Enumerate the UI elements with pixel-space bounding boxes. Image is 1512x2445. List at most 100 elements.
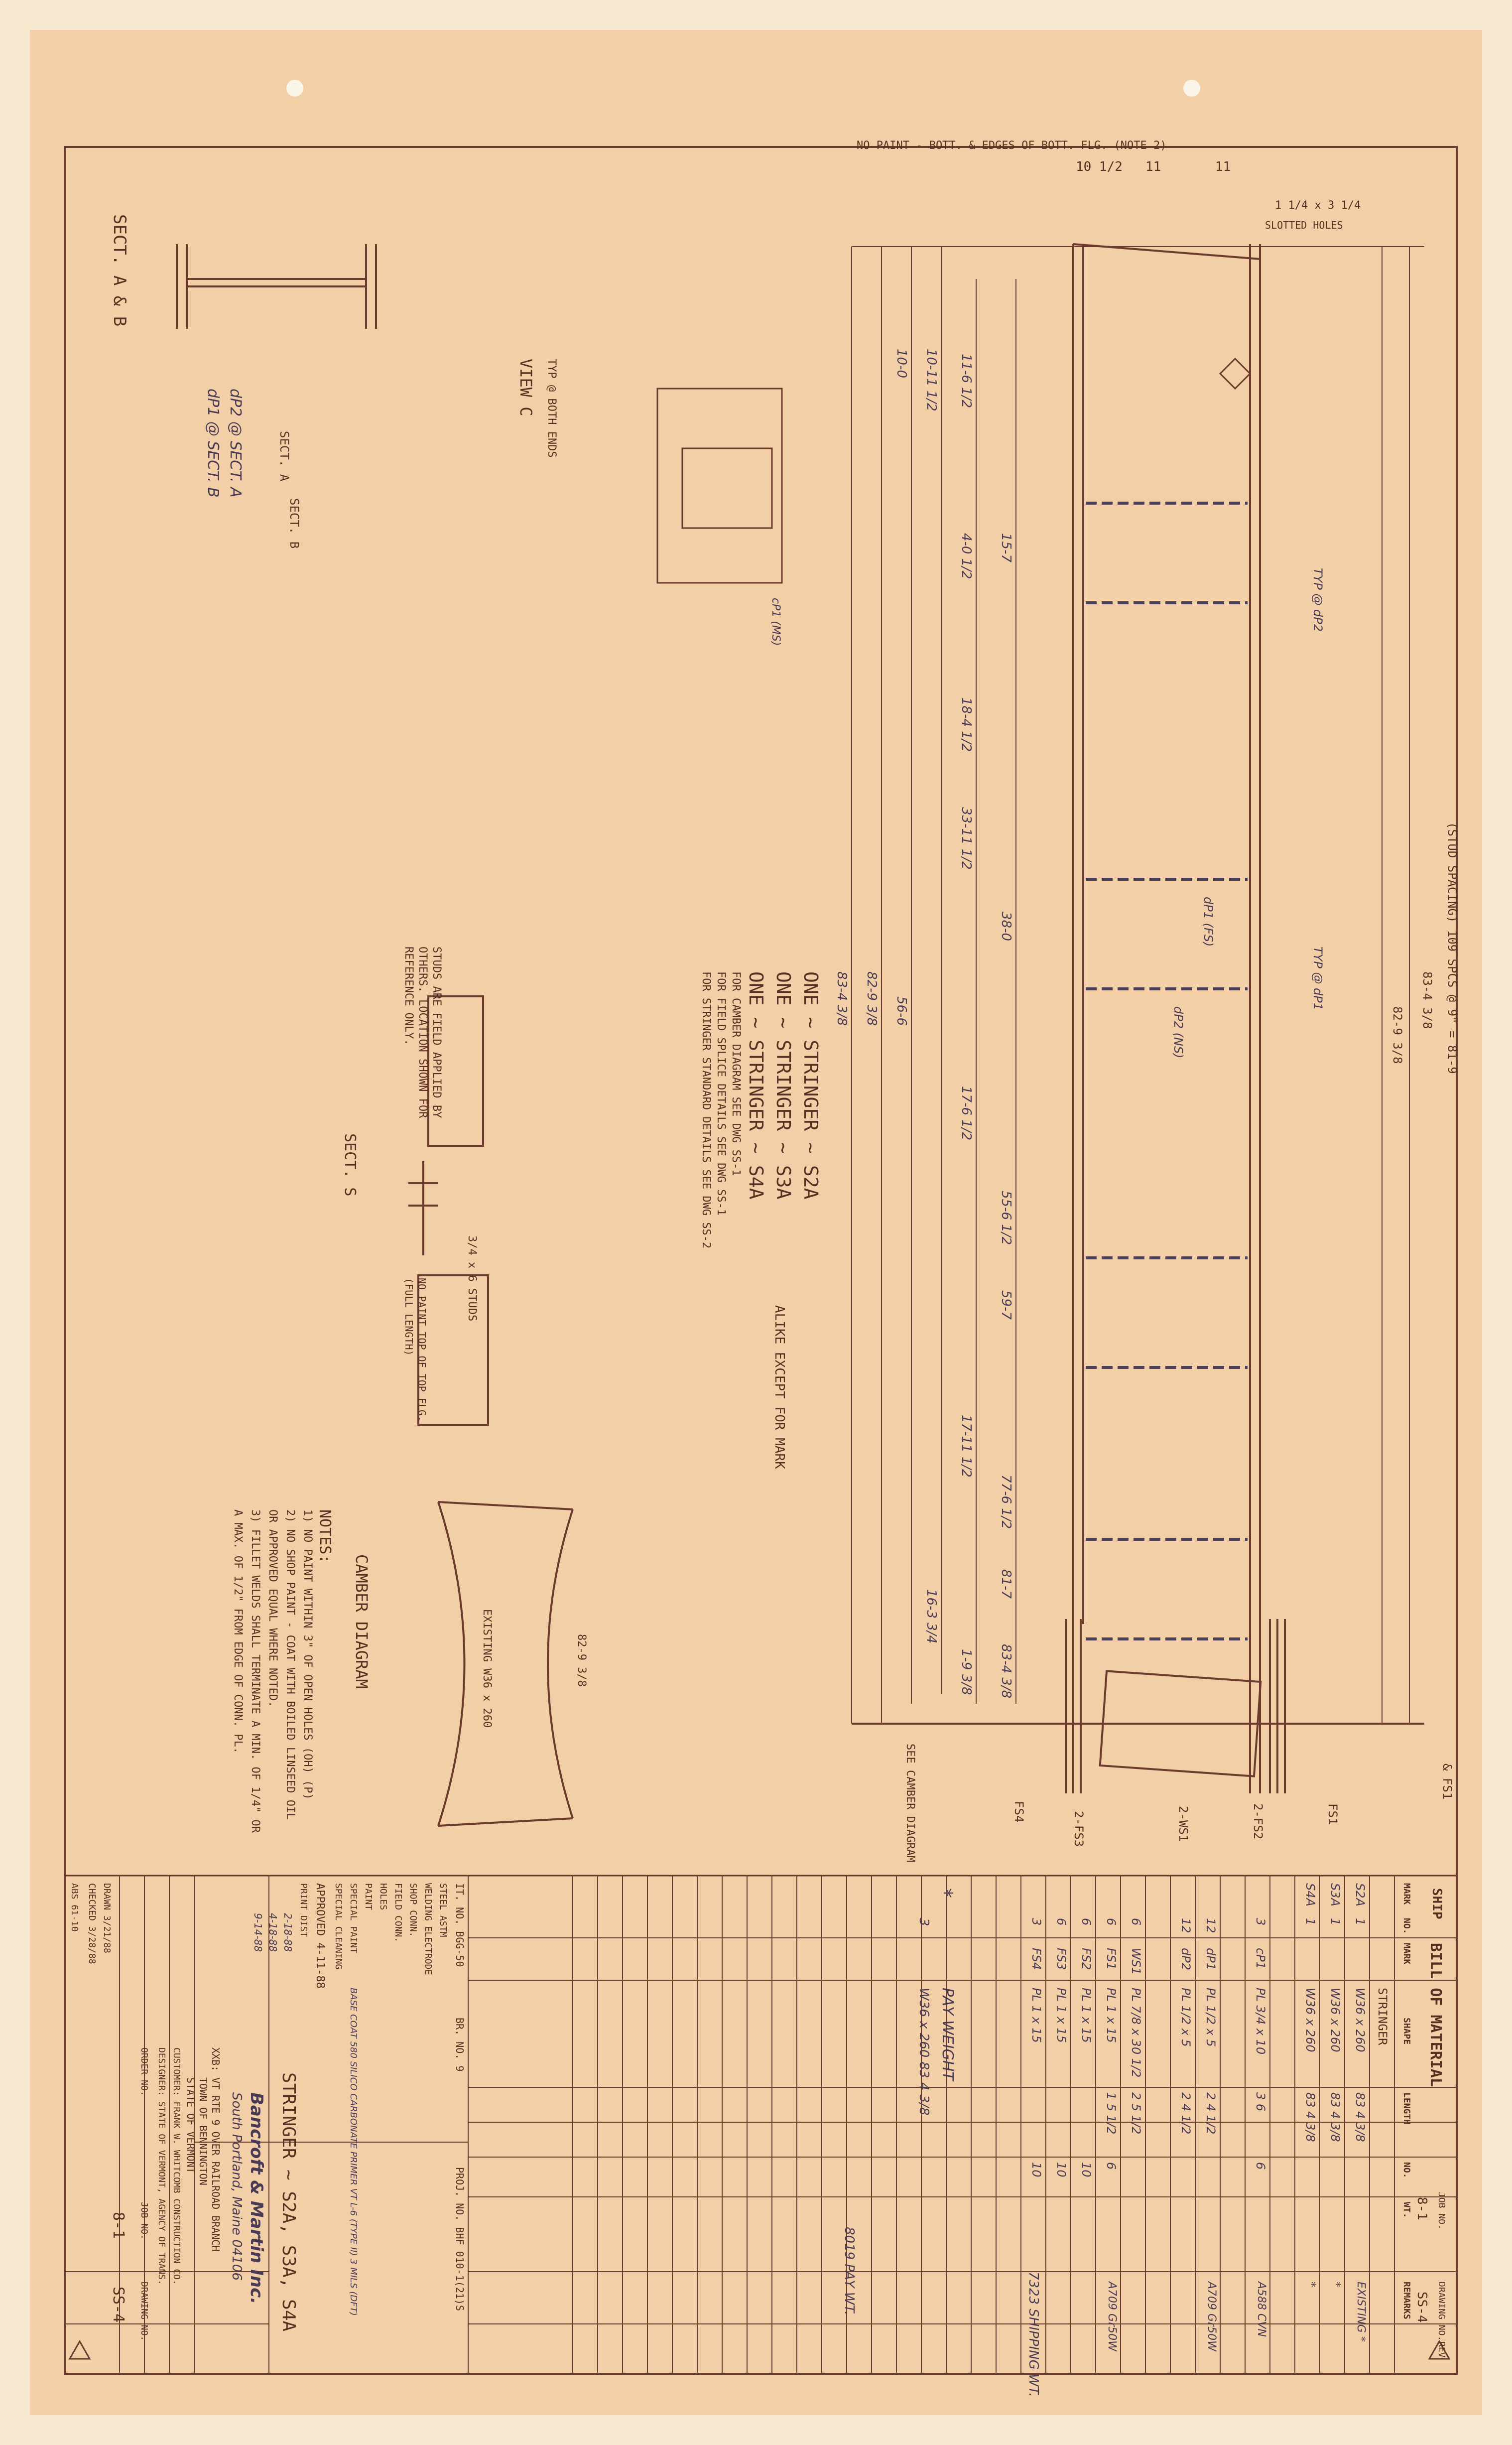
bom-row-dp1-mark: dP1 [1204,1948,1218,1970]
no-paint-top-note: NO PAINT TOP OF TOP FLG. (FULL LENGTH) [403,1278,428,1422]
bom-row-s3a-mark: S3A [1328,1883,1342,1906]
bom-row-fs1-mark: FS1 [1104,1948,1118,1970]
tb-rev-2: 4-18-88 [267,1913,279,1952]
bom-header-mark: MARK [1401,1883,1412,1905]
bom-row-fs3-mark: FS3 [1054,1948,1068,1970]
bom-row-dp2-no: 12 [1179,1918,1193,1933]
tb-company: Bancroft & Martin Inc. [247,2092,266,2305]
dim-55-6: 55-6 1/2 [999,1191,1013,1245]
bom-ship-label: SHIP [1429,1888,1444,1919]
bom-header-mark-2: MARK [1401,1943,1412,1965]
bom-row-s2a-shape: W36 x 260 [1353,1988,1367,2052]
spec-proj-no: PROJ. NO. BHF 010-1(21)S [454,2167,466,2311]
tb-order-no-label: ORDER NO. [139,2047,149,2096]
bom-row-s2a-no: 1 [1353,1918,1367,1926]
slot-size-label: 1 1/4 x 3 1/4 [1275,199,1361,212]
sect-a-label: SECT. A [277,431,291,482]
note-line-4: 3) FILLET WELDS SHALL TERMINATE A MIN. O… [249,1509,261,1833]
bom-header-shape: SHAPE [1401,2018,1412,2045]
bom-row-s4a-remarks: * [1305,2282,1317,2287]
fs4-label: FS4 [1012,1801,1026,1823]
tb-drawing-no: SS-4 [110,2287,127,2323]
bom-row-dp1-shape: PL 1/2 x 5 [1204,1988,1218,2047]
bom-title: BILL OF MATERIAL [1427,1943,1444,2087]
tb-approved: APPROVED 4-11-88 [314,1883,326,1989]
spec-special-paint: SPECIAL PAINT [348,1883,359,1953]
camber-diagram-sketch [437,1501,574,1827]
dp1-fs-label: dP1 (FS) [1201,897,1215,947]
tb-job-no-label: JOB NO. [139,2202,149,2240]
title-block [64,1875,469,2374]
spec-special-cleaning: SPECIAL CLEANING [333,1883,344,1970]
standard-details-note: FOR STRINGER STANDARD DETAILS SEE DWG SS… [700,971,712,1249]
bom-row-dp1-remarks: A709 Gr50W [1205,2282,1218,2351]
bom-row-fs4-mark: FS4 [1029,1948,1043,1970]
bom-drawing-no-label: DRAWING NO. [1436,2282,1447,2341]
bom-row-s2a-remarks: EXISTING * [1355,2282,1367,2342]
bom-row-cp1-remarks: A588 CVN [1255,2282,1267,2337]
sheet-border [64,146,1458,2375]
tb-drawing-no-label: DRAWING NO. [139,2282,149,2341]
bom-row-s4a-shape: W36 x 260 [1303,1988,1317,2052]
bom-row-fs1-length: 1 5 1/2 [1104,2092,1118,2135]
total-length-dim: 83-4 3/8 [1420,971,1434,1029]
bom-row-s3a-no: 1 [1328,1918,1342,1926]
bom-row-fs4-qty: 10 [1029,2162,1043,2177]
pay-weight-shape: W36 x 260 83 4 3/8 [916,1988,931,2116]
top-dim-1: 11 [1145,159,1161,174]
bom-section-stringer: STRINGER [1376,1988,1389,2045]
stringer-note-s2a: ONE ~ STRINGER ~ S2A [800,971,822,1200]
bom-row-s2a-mark: S2A [1353,1883,1367,1906]
tb-rev-1: 2-18-88 [282,1913,294,1952]
tb-customer: CUSTOMER: FRANK W. WHITCOMB CONSTRUCTION… [171,2047,182,2285]
bom-row-fs1-remarks: A709 Gr50W [1106,2282,1118,2351]
note-line-2: 2) NO SHOP PAINT - COAT WITH BOILED LINS… [284,1509,296,1820]
spec-steel: STEEL ASTM [438,1883,448,1937]
bom-header-no: NO. [1401,1918,1412,1934]
bom-row-fs1-shape: PL 1 x 15 [1104,1988,1118,2043]
bom-row-ws1-shape: PL 7/8 x 30 1/2 [1129,1988,1143,2078]
pay-weight-qty: 3 [916,1918,931,1926]
no-paint-bottom-note: NO PAINT - BOTT. & EDGES OF BOTT. FLG. (… [857,139,1167,152]
sect-b-label: SECT. B [287,498,301,549]
bom-row-dp2-mark: dP2 [1179,1948,1193,1970]
view-c-detail [656,388,783,584]
spec-shop-conn: SHOP CONN. [408,1883,418,1937]
spec-paint: PAINT [363,1883,374,1910]
bom-row-fs4-shape: PL 1 x 15 [1029,1988,1043,2043]
note-line-5: A MAX. OF 1/2" FROM EDGE OF CONN. PL. [232,1509,244,1754]
section-s-detail [408,995,489,1426]
bom-row-dp2-length: 2 4 1/2 [1179,2092,1193,2135]
bom-row-fs2-qty: 10 [1079,2162,1093,2177]
stringer-note-s4a: ONE ~ STRINGER ~ S4A [745,971,767,1200]
view-c-label: VIEW C [516,359,535,416]
dim-59-7: 59-7 [999,1290,1013,1320]
typ-dp2-label: TYP @ dP2 [1311,568,1325,632]
spec-special-paint-value: BASE COAT 580 SILICO CARBONATE PRIMER VT… [348,1988,359,2316]
dim-81-7: 81-7 [999,1569,1013,1599]
bom-row-s4a-length: 83 4 3/8 [1303,2092,1317,2142]
slotted-holes-label: SLOTTED HOLES [1265,219,1343,231]
dim-18-4: 18-4 1/2 [959,697,974,752]
spec-holes: HOLES [378,1883,388,1910]
dim-82-9: 82-9 3/8 [864,971,879,1026]
dim-33-11: 33-11 1/2 [959,807,974,870]
fs3-label: 2-FS3 [1072,1811,1086,1847]
tb-rev-3: 9-14-88 [252,1913,264,1952]
total-shipping-weight: 7323 SHIPPING WT. [1026,2272,1041,2397]
spec-field-conn: FIELD CONN. [393,1883,403,1943]
stringer-note-s3a: ONE ~ STRINGER ~ S3A [772,971,794,1200]
typ-dp1-label: TYP @ dP1 [1311,947,1325,1011]
overall-length-dim: 82-9 3/8 [1390,1006,1404,1064]
punch-hole-right [1183,80,1200,97]
tb-drawn: DRAWN 3/21/88 [102,1883,112,1953]
bom-header-ship-no: NO. [1401,2162,1412,2178]
field-splice-note: FOR FIELD SPLICE DETAILS SEE DWG SS-1 [715,971,727,1216]
bom-row-s4a-mark: S4A [1303,1883,1317,1906]
bom-row-fs2-no: 6 [1079,1918,1093,1926]
note-line-3: OR APPROVED EQUAL WHERE NOTED. [266,1509,279,1708]
dim-83-4: 83-4 3/8 [999,1644,1013,1699]
dim-10-11: 10-11 1/2 [924,349,939,411]
typ-both-ends-label: TYP @ BOTH ENDS [545,359,558,458]
